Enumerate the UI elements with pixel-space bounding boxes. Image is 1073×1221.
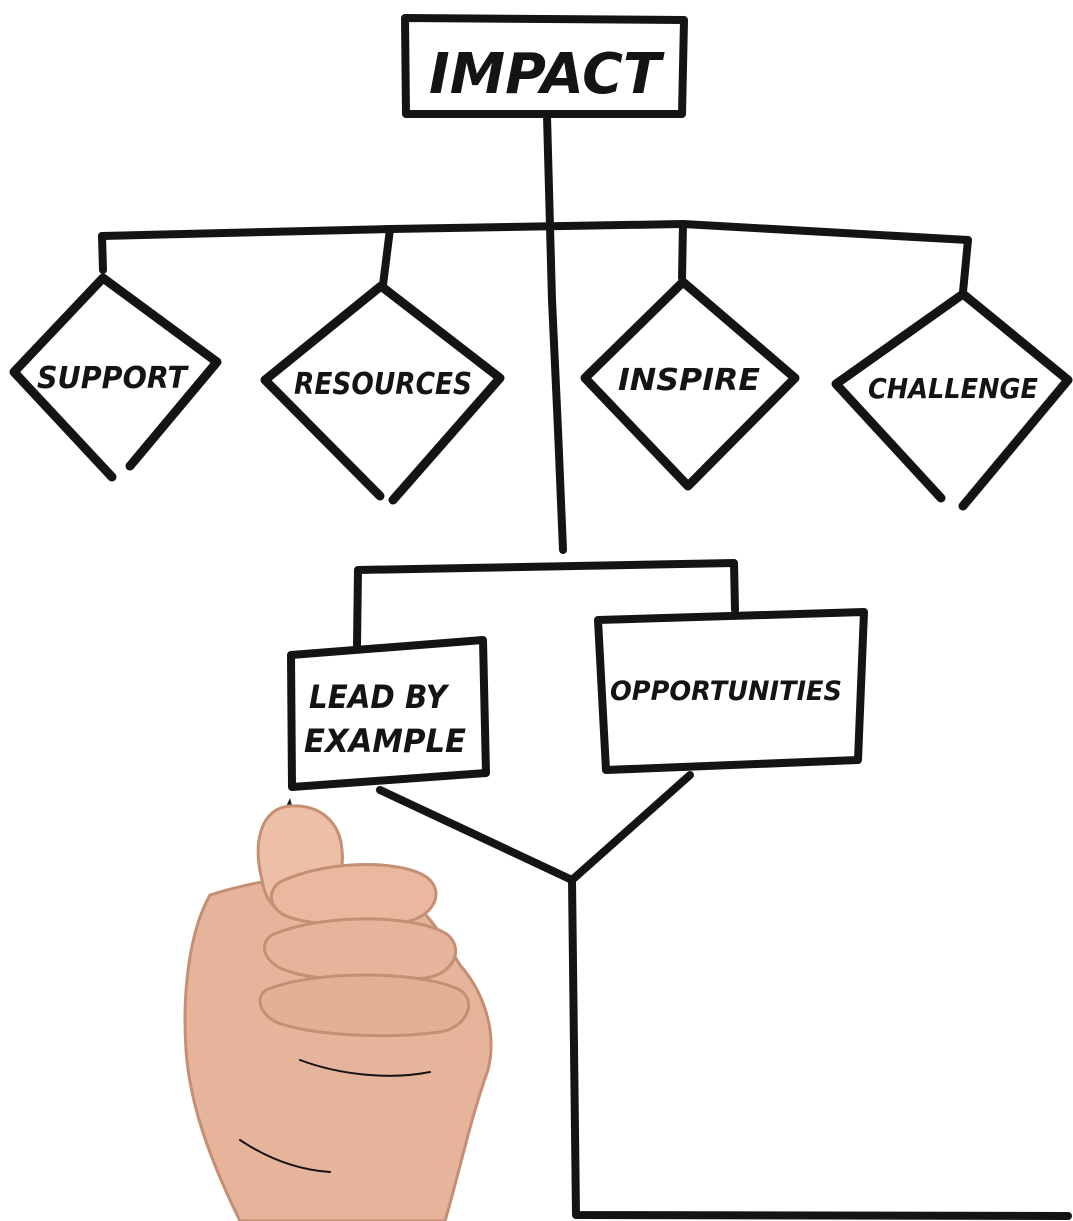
lead-label-line1: LEAD BY [309,678,450,716]
root-box [401,14,688,118]
diamond-support [9,273,222,482]
branch-drop-support [98,232,107,274]
hand-holding-marker-icon [183,798,493,1221]
diamond-challenge [831,289,1073,511]
node-resources: RESOURCES [260,281,505,505]
trunk-line [543,112,567,554]
diamond-inspire [580,277,800,491]
node-inspire: INSPIRE [580,277,800,491]
branch-drop-challenge [959,236,972,296]
root-node: IMPACT [401,14,688,118]
root-label: IMPACT [429,42,665,107]
hand-finger-2 [263,917,458,983]
diamond-resources [260,281,505,505]
label-support: SUPPORT [37,361,189,396]
lower-bracket [353,559,739,649]
label-resources: RESOURCES [294,367,472,402]
lead-box [287,636,490,791]
root-connectors [98,112,972,554]
hand-finger-3 [258,973,471,1038]
node-challenge: CHALLENGE [831,289,1073,511]
hand-crease-1 [299,1059,431,1077]
label-opportunities: OPPORTUNITIES [610,676,842,707]
branch-bar [98,220,972,244]
lead-label-line2: EXAMPLE [304,722,466,760]
branch-drop-resources [379,225,394,289]
node-lead-by-example: LEAD BY EXAMPLE [287,636,490,791]
bottom-bracket [568,876,1072,1220]
branch-drop-inspire [678,220,687,282]
label-challenge: CHALLENGE [868,372,1038,405]
label-inspire: INSPIRE [618,363,761,398]
hand-crease-2 [239,1139,331,1173]
lower-funnel [376,771,694,884]
node-support: SUPPORT [9,273,222,482]
node-opportunities: OPPORTUNITIES [594,608,868,774]
opportunities-box [594,608,868,774]
